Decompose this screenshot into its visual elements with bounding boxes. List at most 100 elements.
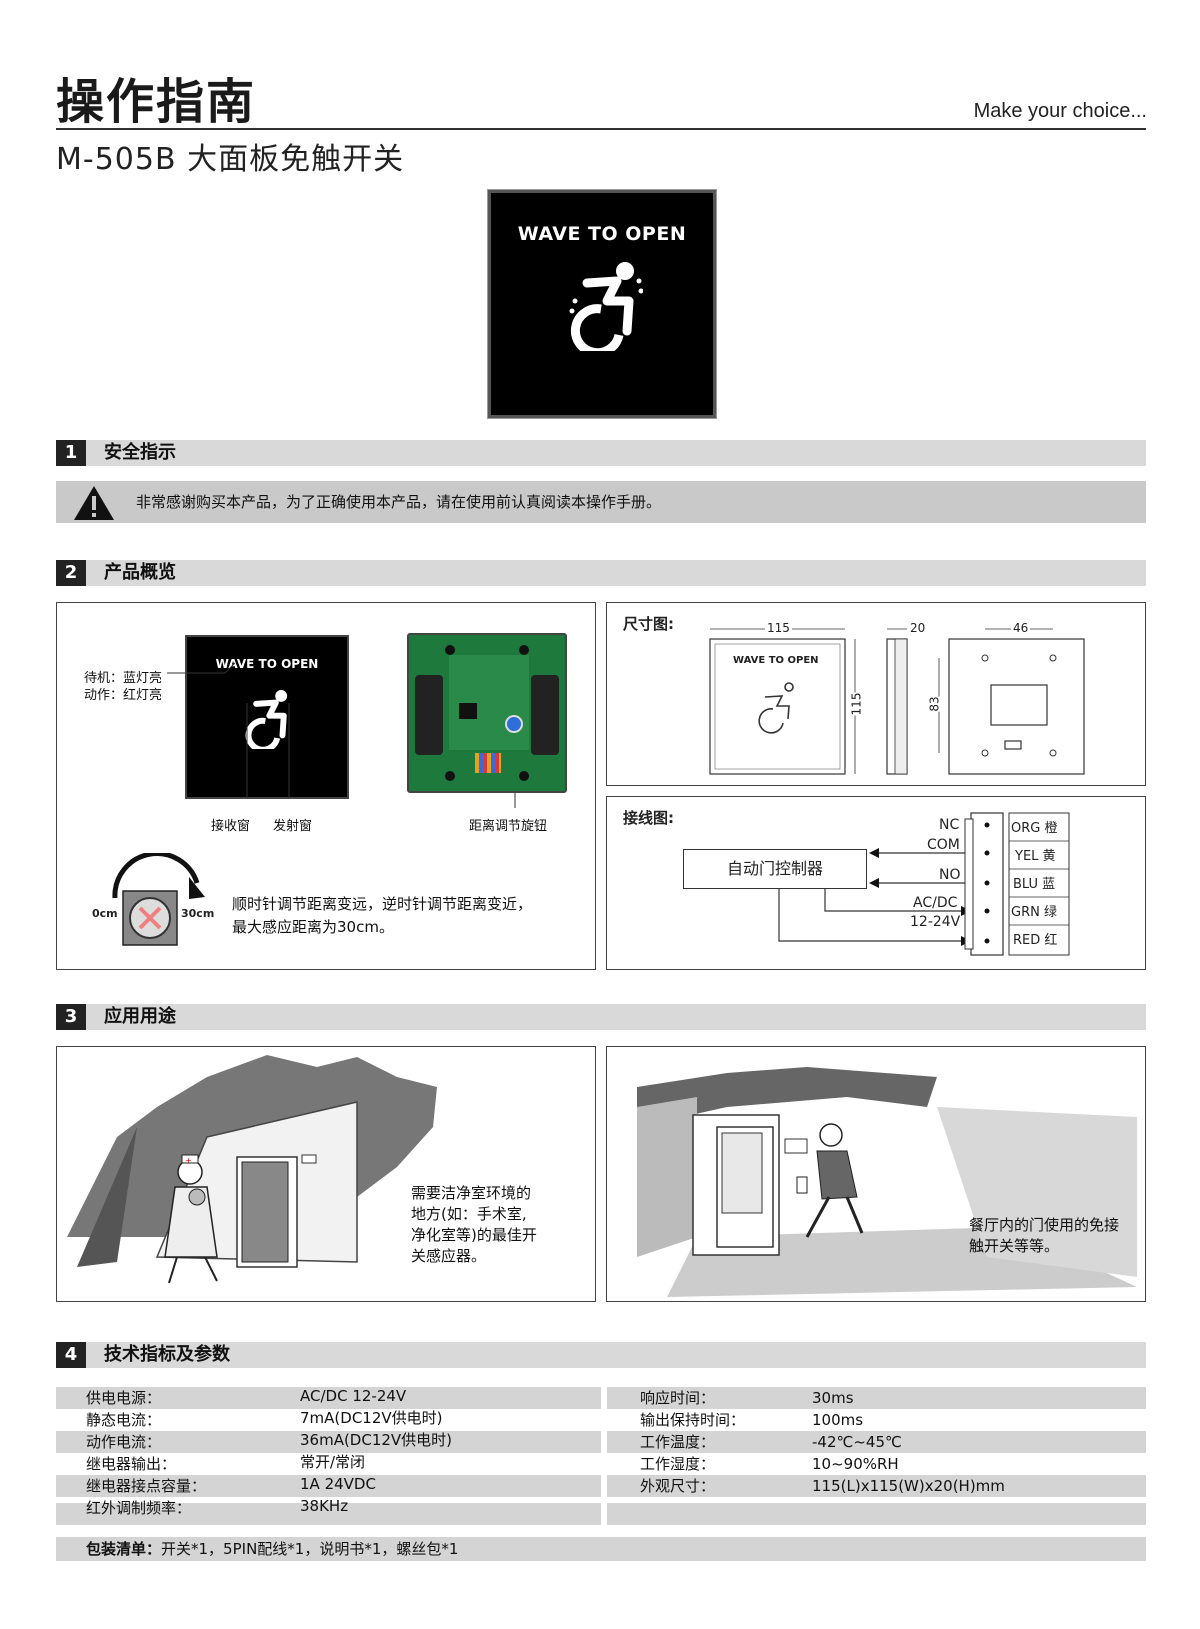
section-number: 3 [56,1004,86,1030]
product-subtitle: M-505B 大面板免触开关 [56,142,405,177]
application-right-text: 餐厅内的门使用的免接 触开关等等。 [969,1216,1120,1255]
section-4-bar: 4 技术指标及参数 [56,1342,1146,1368]
pin-nc: NC [939,817,960,833]
wire-connector [475,753,501,773]
section-title: 应用用途 [104,1006,176,1027]
spec-value: 常开/常闭 [300,1453,366,1471]
spec-value: 38KHz [300,1497,349,1515]
panel-text: WAVE TO OPEN [215,657,319,671]
dimension-drawing-box: 尺寸图: 115 115 20 46 83 WAVE TO OPEN [606,602,1146,786]
spec-label: 工作湿度： [640,1455,716,1473]
application-left-text: 需要洁净室环境的 地方(如：手术室, 净化室等)的最佳开 关感应器。 [411,1184,537,1265]
led-standby-label: 待机：蓝灯亮 [84,671,163,686]
spec-table: 供电电源： AC/DC 12-24V 静态电流： 7mA(DC12V供电时) 动… [56,1387,1146,1525]
section-title: 产品概览 [104,562,176,583]
knob-desc-line-1: 顺时针调节距离变远，逆时针调节距离变近， [232,895,533,913]
dim-hole-vertical: 83 [927,696,942,712]
spec-label: 静态电流： [86,1411,162,1429]
section-1-bar: 1 安全指示 [56,440,1146,466]
wiring-diagram-box: 接线图: 自动门控制器 NC COM NO AC/DC 12-24V ORG 橙… [606,796,1146,970]
wiring-lines [778,812,1070,956]
spec-value: 115(L)x115(W)x20(H)mm [812,1477,1005,1495]
spec-label: 外观尺寸： [640,1477,716,1495]
battery-holder-left [415,675,443,755]
knob-label: 距离调节旋钮 [469,819,548,834]
pcb-back-image [407,633,567,793]
pin-no: NO [939,867,961,883]
wire-color-org: ORG 橙 [1011,821,1058,836]
product-hero-image: WAVE TO OPEN [488,190,716,418]
spec-label: 供电电源： [86,1389,162,1407]
section-number: 1 [56,440,86,466]
section-number: 2 [56,560,86,586]
knob-desc-line-2: 最大感应距离为30cm。 [232,918,394,936]
distance-knob [505,715,523,733]
section-2-bar: 2 产品概览 [56,560,1146,586]
spec-label: 红外调制频率： [86,1499,192,1517]
spec-value: 10~90%RH [812,1455,899,1473]
spec-label: 工作温度： [640,1433,716,1451]
spec-label: 响应时间： [640,1389,716,1407]
section-3-bar: 3 应用用途 [56,1004,1146,1030]
warning-text: 非常感谢购买本产品，为了正确使用本产品，请在使用前认真阅读本操作手册。 [136,493,662,511]
application-cleanroom-box: + 需要洁净室环境的 地方(如：手术室, 净化室等)的最佳开 关感应器。 [56,1046,596,1302]
spec-value: 30ms [812,1389,854,1407]
spec-label: 继电器接点容量： [86,1477,207,1495]
wire-color-grn: GRN 绿 [1011,905,1057,920]
slogan: Make your choice... [973,100,1147,122]
hero-panel-text: WAVE TO OPEN [517,223,687,245]
wire-color-red: RED 红 [1013,933,1058,948]
dim-panel-text: WAVE TO OPEN [733,655,819,666]
svg-text:+: + [185,1156,192,1165]
spec-value: -42℃~45℃ [812,1433,902,1451]
battery-holder-right [531,675,559,755]
pin-12-24v: 12-24V [910,914,961,930]
warning-triangle-icon [74,486,114,520]
dim-hole-horizontal: 46 [1011,621,1031,635]
section-title: 技术指标及参数 [104,1344,230,1365]
knob-rotation-diagram [112,853,205,946]
section-title: 安全指示 [104,442,176,463]
wheelchair-icon [245,690,288,749]
spec-value: 7mA(DC12V供电时) [300,1409,443,1427]
sensor-chip [459,703,477,719]
section-number: 4 [56,1342,86,1368]
pcb-components [449,655,529,750]
front-panel-image: WAVE TO OPEN [185,635,349,799]
spec-value: 1A 24VDC [300,1475,376,1493]
spec-value: 36mA(DC12V供电时) [300,1431,453,1449]
page-title: 操作指南 [56,74,257,130]
receive-window-label: 接收窗 [211,819,251,834]
dimension-drawing [709,628,1085,775]
spec-label: 输出保持时间： [640,1411,746,1429]
knob-min-label: 0cm [92,907,118,920]
wheelchair-icon [569,262,643,351]
spec-value: 100ms [812,1411,864,1429]
spec-value: AC/DC 12-24V [300,1387,407,1405]
knob-max-label: 30cm [181,907,215,920]
pin-com: COM [927,837,960,853]
wire-color-yel: YEL 黄 [1015,849,1056,864]
product-overview-box: WAVE TO OPEN 待机：蓝灯亮 动作：红灯亮 接收窗 发射窗 距离调节旋… [56,602,596,970]
restaurant-illustration [637,1067,1137,1297]
application-restaurant-box: 餐厅内的门使用的免接 触开关等等。 [606,1046,1146,1302]
spec-label: 动作电流： [86,1433,162,1451]
dim-depth: 20 [910,621,926,635]
spec-column-divider [601,1387,607,1525]
door-controller-box: 自动门控制器 [683,849,867,889]
cleanroom-illustration: + [67,1055,437,1284]
dim-height: 115 [849,692,864,716]
led-action-label: 动作：红灯亮 [84,688,163,703]
package-label: 包装清单： [86,1540,162,1558]
spec-label: 继电器输出： [86,1455,177,1473]
wiring-title: 接线图: [623,809,674,827]
dimension-title: 尺寸图: [623,615,674,633]
header-divider [56,128,1146,130]
safety-warning: 非常感谢购买本产品，为了正确使用本产品，请在使用前认真阅读本操作手册。 [56,481,1146,523]
emit-window-label: 发射窗 [273,819,313,834]
package-contents: 开关*1，5PIN配线*1，说明书*1，螺丝包*1 [161,1540,459,1558]
wire-color-blu: BLU 蓝 [1013,877,1056,892]
package-list: 包装清单：开关*1，5PIN配线*1，说明书*1，螺丝包*1 [56,1537,1146,1561]
dim-width: 115 [765,621,792,635]
pin-acdc: AC/DC [913,895,958,911]
